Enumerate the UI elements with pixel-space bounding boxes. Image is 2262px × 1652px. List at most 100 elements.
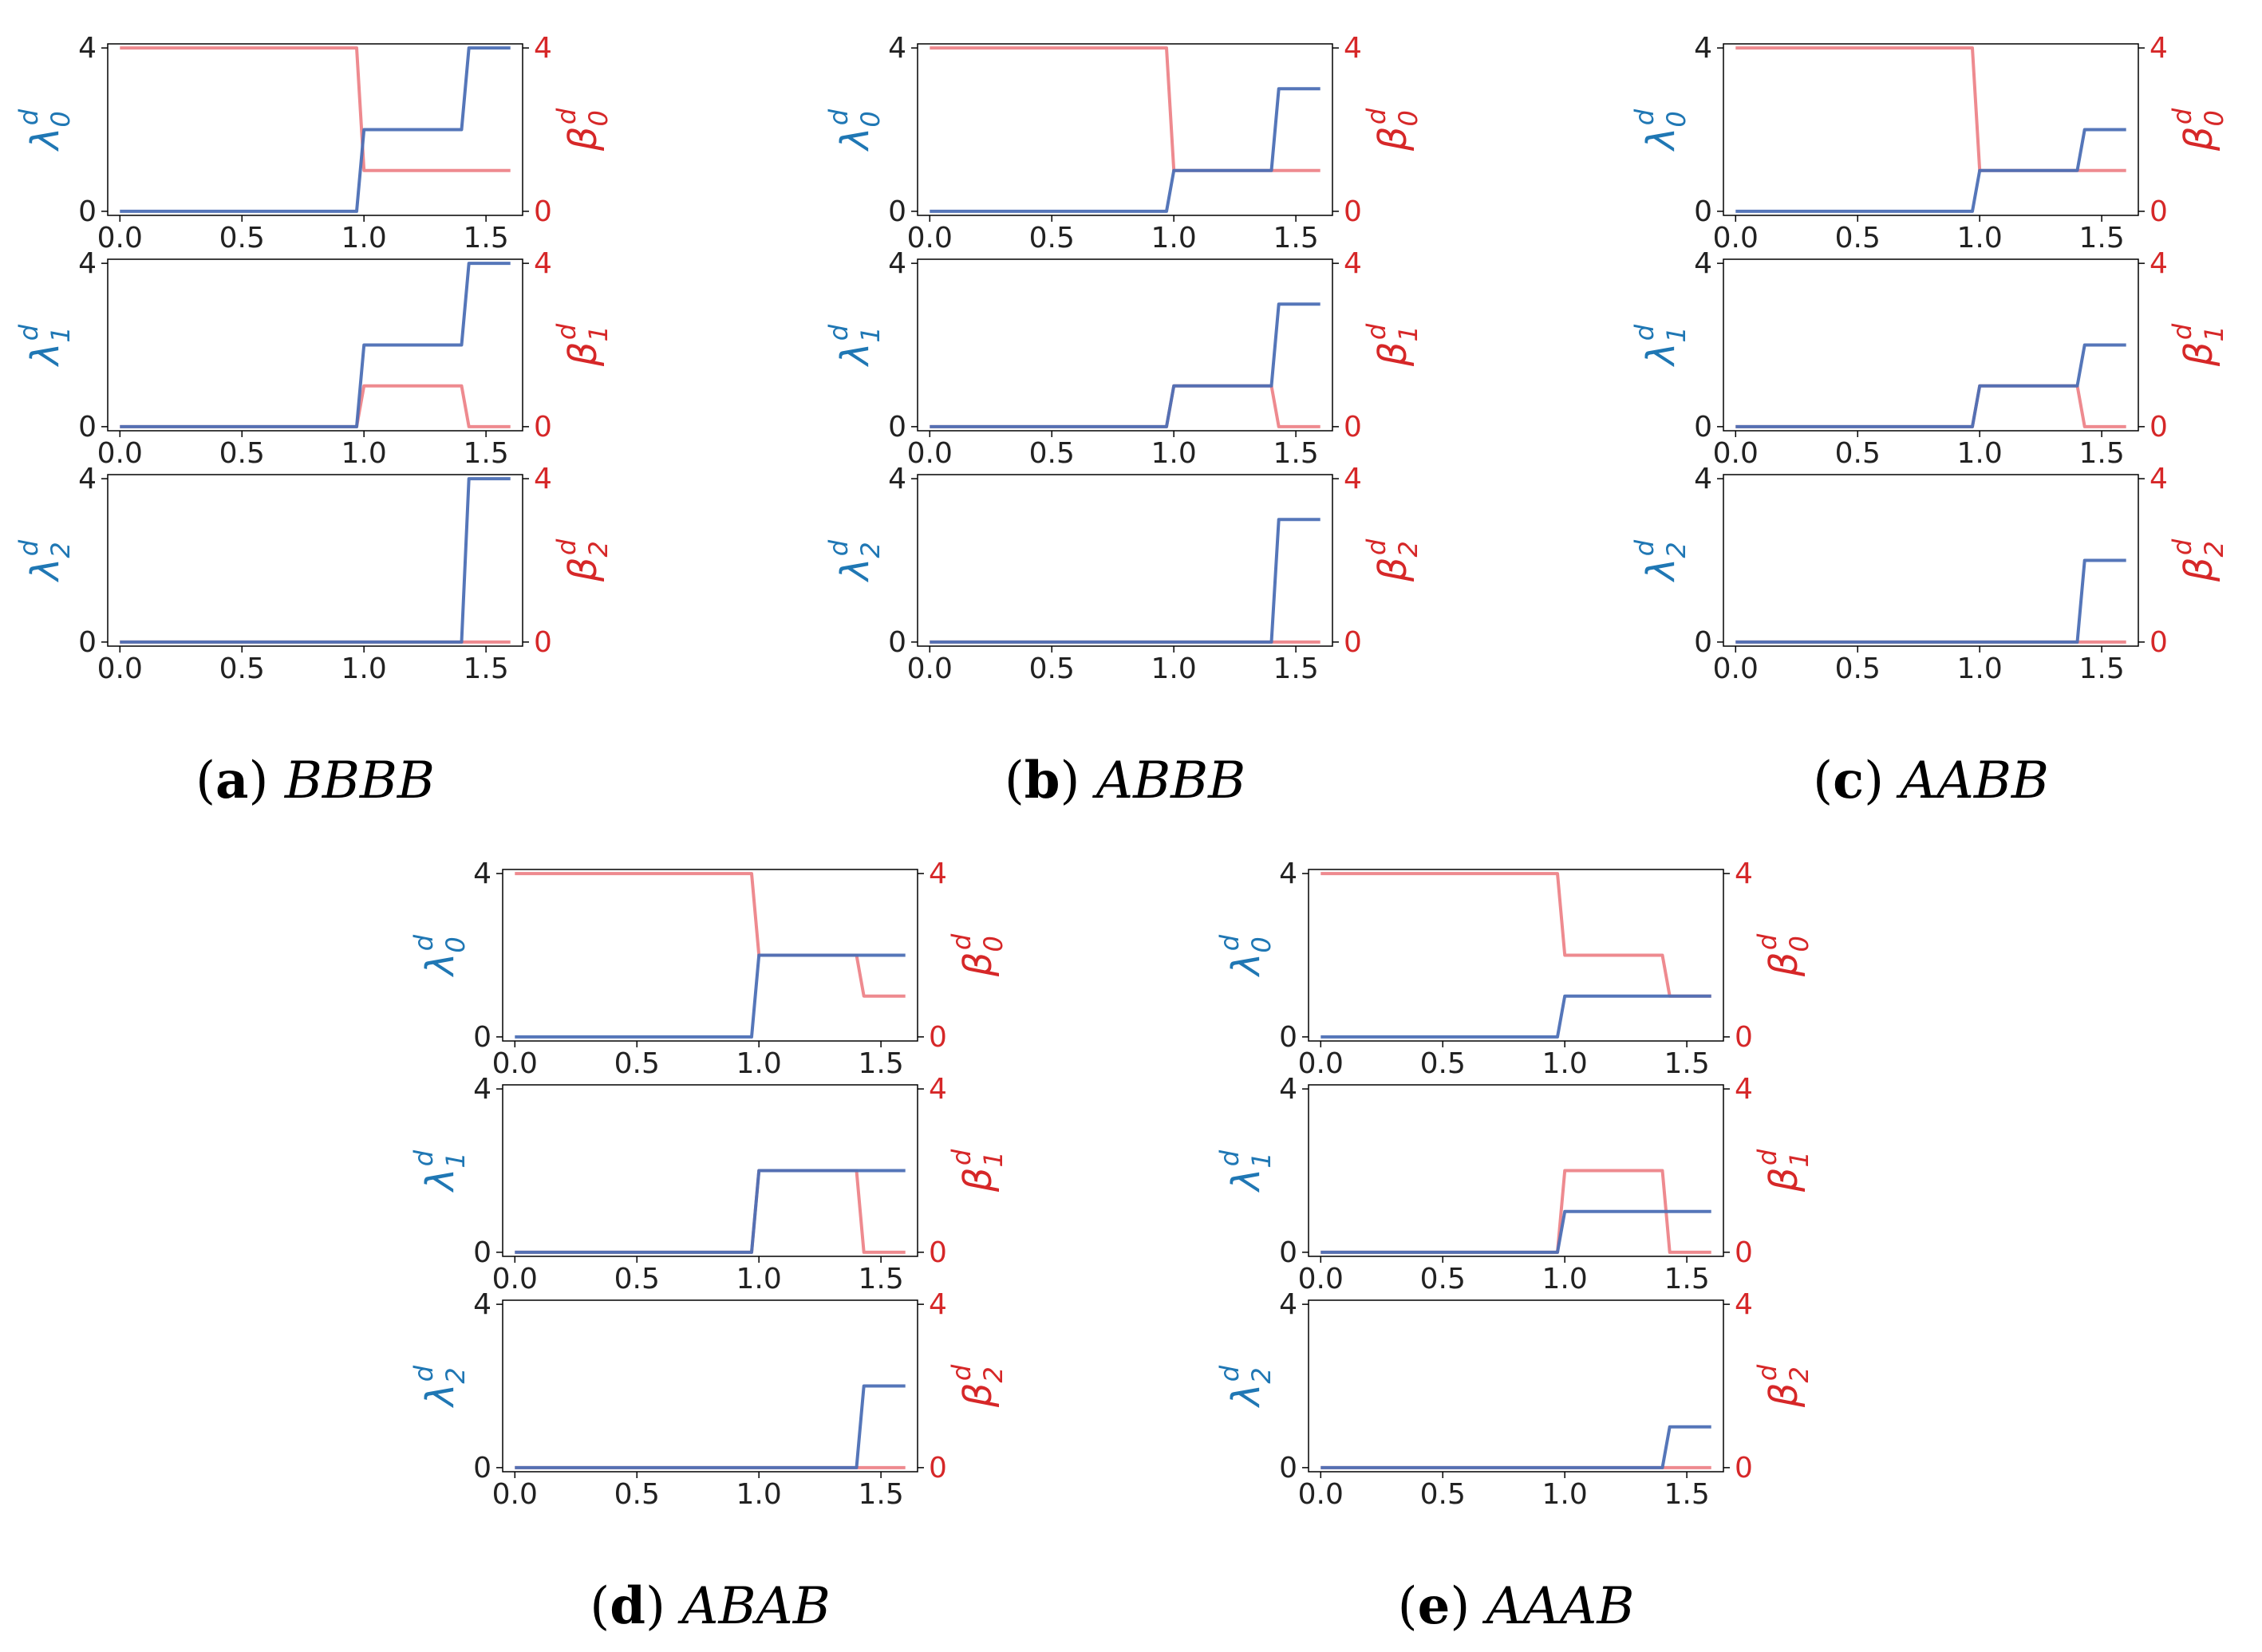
x-tick-label: 0.5: [1029, 222, 1075, 254]
y-tick-label: 0: [888, 411, 906, 444]
lambda-axis-label: λ1d: [823, 324, 886, 368]
x-tick-label: 0.0: [492, 1047, 538, 1080]
x-tick-label: 0.0: [97, 222, 143, 254]
plot-frame: [107, 258, 523, 432]
y-tick-label: 4: [888, 32, 906, 65]
x-tick-label: 1.5: [1664, 1263, 1709, 1295]
beta-axis-label: β1d: [1361, 323, 1423, 367]
x-tick-label: 1.0: [736, 1478, 782, 1511]
beta-axis-label: β0d: [1752, 933, 1814, 977]
x-tick-label: 0.0: [907, 222, 953, 254]
svg-text:λ1d: λ1d: [823, 324, 886, 368]
subfigure-caption: (c) AABB: [1813, 751, 2049, 810]
y-tick-label: 4: [78, 247, 97, 280]
x-tick-label: 0.0: [1298, 1047, 1344, 1080]
y-tick-label: 0: [888, 626, 906, 659]
y2-tick-label: 4: [534, 463, 552, 495]
lambda-axis-label: λ2d: [1629, 539, 1692, 583]
y-tick-label: 0: [78, 195, 97, 228]
y-tick-label: 4: [1694, 32, 1712, 65]
lambda-series-line: [930, 518, 1320, 644]
x-tick-label: 0.5: [1420, 1263, 1466, 1295]
y-tick-label: 4: [1694, 247, 1712, 280]
plot-frame: [502, 869, 918, 1042]
x-tick-label: 0.5: [614, 1478, 660, 1511]
beta-series-line: [1320, 872, 1711, 998]
x-tick-label: 0.5: [1835, 653, 1881, 685]
svg-text:β1d: β1d: [946, 1149, 1009, 1193]
y-tick-label: 0: [1279, 1452, 1297, 1484]
x-tick-label: 1.5: [1664, 1478, 1709, 1511]
y-tick-label: 4: [78, 32, 97, 65]
beta-series-line: [1735, 384, 2126, 428]
x-tick-label: 0.5: [219, 222, 265, 254]
lambda-series-line: [930, 302, 1320, 428]
beta-series-line: [120, 46, 511, 172]
subfigure-caption: (b) ABBB: [1005, 751, 1245, 810]
svg-text:λ0d: λ0d: [409, 934, 471, 978]
x-tick-label: 1.0: [736, 1263, 782, 1295]
plot-frame: [107, 43, 523, 216]
svg-text:λ0d: λ0d: [14, 108, 76, 152]
svg-text:λ2d: λ2d: [823, 539, 886, 583]
svg-text:λ1d: λ1d: [14, 324, 76, 368]
x-tick-label: 0.5: [614, 1047, 660, 1080]
beta-axis-label: β0d: [946, 933, 1009, 977]
y2-tick-label: 4: [929, 1073, 947, 1106]
lambda-series-line: [930, 87, 1320, 213]
plot-frame: [502, 1299, 918, 1473]
lambda-axis-label: λ1d: [409, 1149, 471, 1193]
y2-tick-label: 0: [534, 626, 552, 659]
lambda-axis-label: λ1d: [1629, 324, 1692, 368]
x-tick-label: 1.0: [1957, 437, 2003, 470]
y-tick-label: 4: [1694, 463, 1712, 495]
plot-frame: [1308, 869, 1724, 1042]
plot-frame: [917, 43, 1333, 216]
x-tick-label: 1.5: [858, 1047, 903, 1080]
beta-series-line: [515, 872, 906, 998]
lambda-axis-label: λ0d: [409, 934, 471, 978]
y-tick-label: 0: [1279, 1236, 1297, 1269]
y2-tick-label: 0: [2149, 626, 2168, 659]
y-tick-label: 0: [1279, 1021, 1297, 1054]
lambda-axis-label: λ0d: [823, 108, 886, 152]
y2-tick-label: 4: [2149, 247, 2168, 280]
x-tick-label: 1.5: [1273, 653, 1318, 685]
beta-axis-label: β2d: [1361, 538, 1423, 582]
x-tick-label: 0.0: [1713, 222, 1759, 254]
y-tick-label: 4: [888, 463, 906, 495]
svg-text:β0d: β0d: [946, 933, 1009, 977]
svg-text:β0d: β0d: [2167, 108, 2229, 152]
beta-series-line: [1735, 46, 2126, 172]
x-tick-label: 1.5: [1273, 437, 1318, 470]
x-tick-label: 0.5: [1029, 653, 1075, 685]
y2-tick-label: 4: [2149, 32, 2168, 65]
y2-tick-label: 0: [929, 1236, 947, 1269]
lambda-axis-label: λ2d: [409, 1365, 471, 1409]
y2-tick-label: 0: [1344, 411, 1362, 444]
x-tick-label: 0.5: [1420, 1478, 1466, 1511]
x-tick-label: 1.0: [341, 222, 387, 254]
lambda-series-line: [120, 477, 511, 644]
y2-tick-label: 0: [1344, 195, 1362, 228]
y2-tick-label: 4: [1735, 858, 1753, 890]
x-tick-label: 0.0: [492, 1263, 538, 1295]
y2-tick-label: 0: [534, 411, 552, 444]
svg-text:β2d: β2d: [551, 538, 614, 582]
svg-text:λ2d: λ2d: [1629, 539, 1692, 583]
svg-text:β0d: β0d: [1752, 933, 1814, 977]
lambda-axis-label: λ2d: [1214, 1365, 1277, 1409]
lambda-series-line: [120, 262, 511, 428]
x-tick-label: 0.5: [219, 653, 265, 685]
y2-tick-label: 4: [2149, 463, 2168, 495]
x-tick-label: 0.0: [97, 653, 143, 685]
y-tick-label: 4: [1279, 858, 1297, 890]
